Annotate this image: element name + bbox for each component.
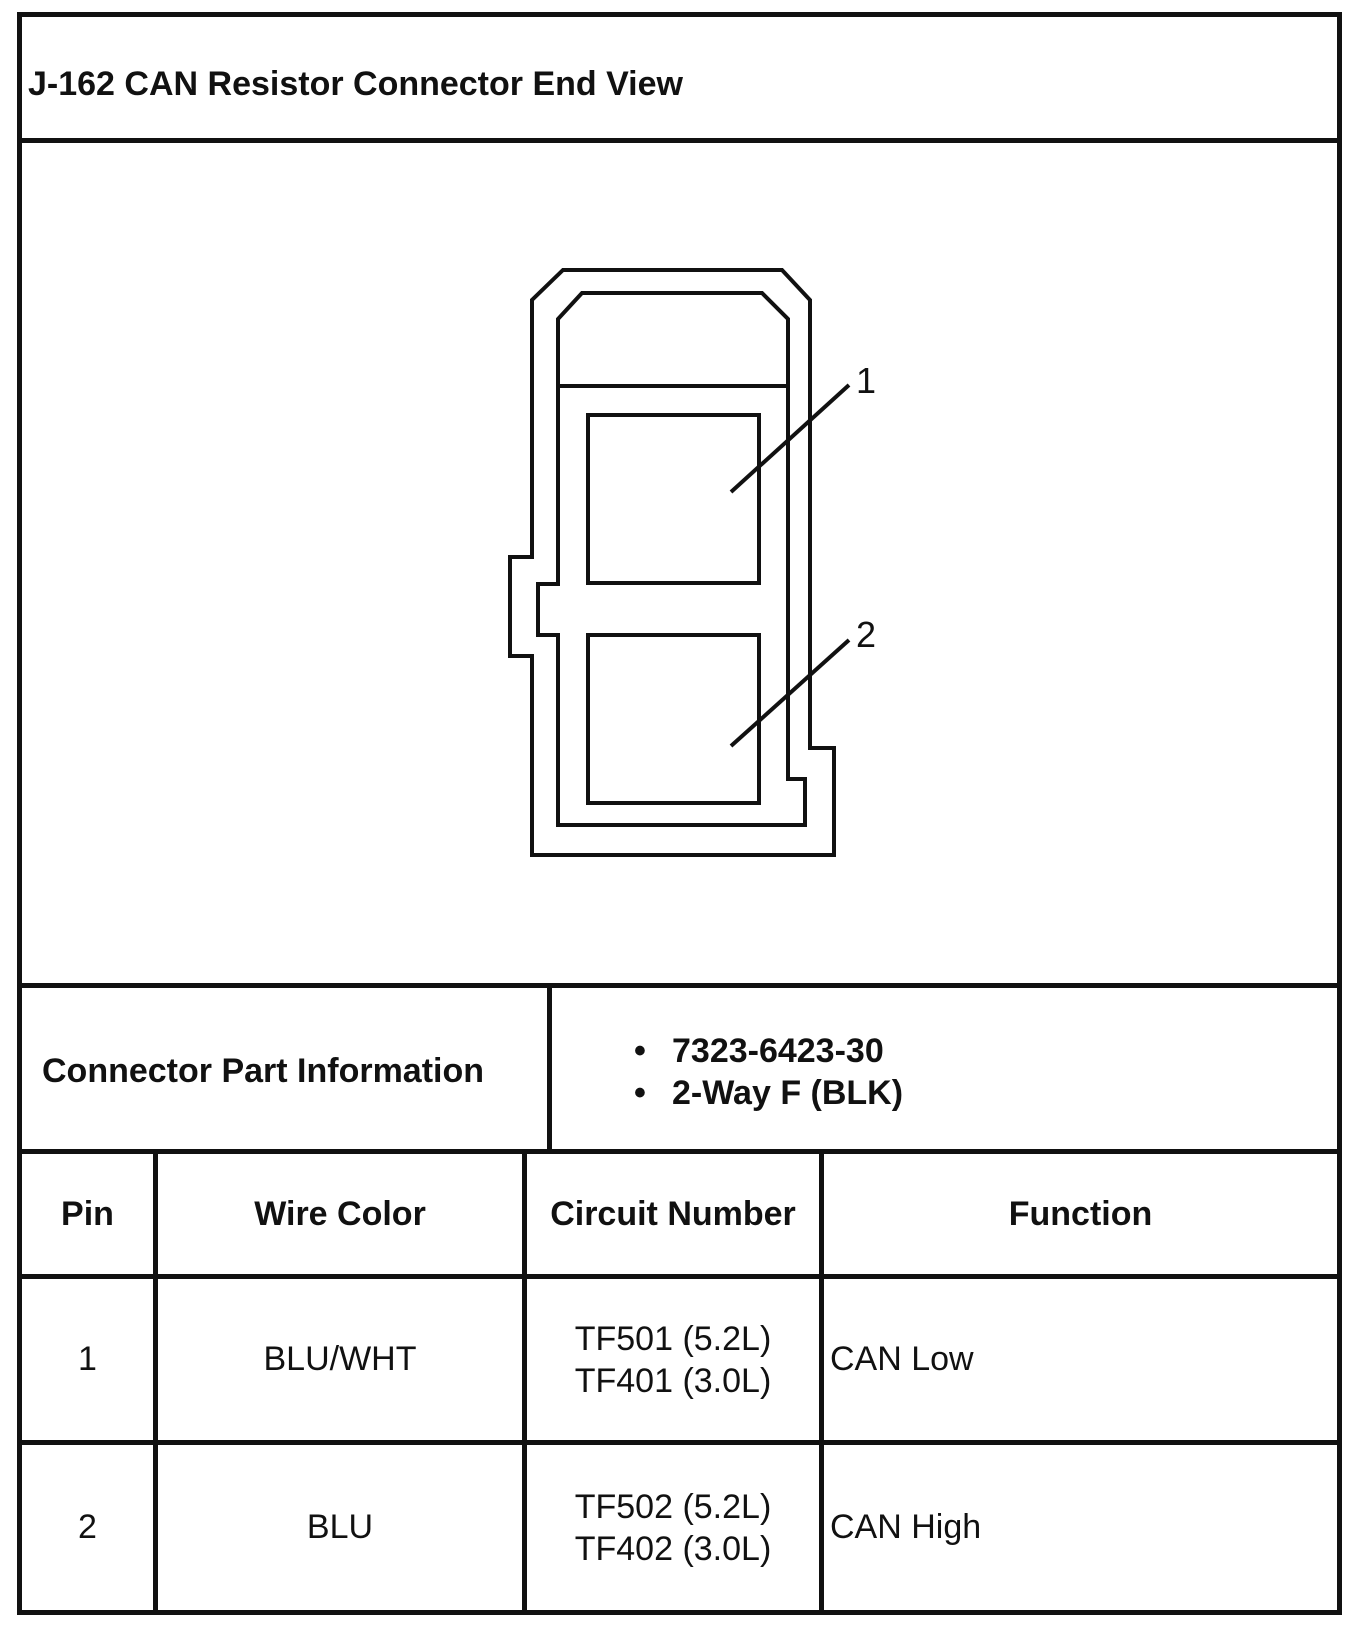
table-divider — [153, 1154, 158, 1610]
part-number: 7323-6423-30 — [672, 1032, 884, 1070]
pin-2-cavity — [586, 633, 761, 805]
pin-2-label: 2 — [856, 614, 876, 655]
row-2-circuit-number: TF502 (5.2L) TF402 (3.0L) — [527, 1445, 819, 1610]
table-divider — [522, 1154, 527, 1610]
connector-type: 2-Way F (BLK) — [672, 1074, 904, 1112]
row-1-function: CAN Low — [830, 1340, 974, 1378]
circuit-line: TF401 (3.0L) — [574, 1361, 772, 1400]
list-item: • 7323-6423-30 — [634, 1030, 903, 1072]
row-1-pin: 1 — [78, 1340, 97, 1378]
list-item: • 2-Way F (BLK) — [634, 1072, 903, 1114]
connector-part-info-list: • 7323-6423-30 • 2-Way F (BLK) — [634, 1030, 903, 1114]
bullet-icon: • — [634, 1074, 646, 1112]
header-circuit-number: Circuit Number — [550, 1194, 796, 1233]
circuit-line: TF501 (5.2L) — [574, 1319, 772, 1358]
row-2-pin: 2 — [78, 1508, 97, 1546]
connector-end-view-drawing: 1 2 — [508, 268, 876, 857]
connector-sheet: J-162 CAN Resistor Connector End View 1 … — [17, 12, 1342, 1615]
table-divider — [22, 1274, 1337, 1279]
pin-1-leader — [729, 383, 851, 494]
header-pin: Pin — [61, 1194, 114, 1233]
connector-part-info-label-cell: Connector Part Information — [22, 988, 552, 1149]
pin-2-leader — [729, 638, 851, 748]
pin-1-label: 1 — [856, 360, 876, 401]
connector-housing-outer — [508, 268, 836, 857]
row-2-wire-color: BLU — [306, 1508, 374, 1546]
connector-part-info-row: Connector Part Information • 7323-6423-30… — [22, 988, 1337, 1154]
table-divider — [22, 1440, 1337, 1445]
circuit-line: TF402 (3.0L) — [574, 1529, 772, 1568]
pinout-table: Pin Wire Color Circuit Number Function 1… — [22, 1154, 1337, 1610]
connector-diagram: 1 2 — [22, 143, 1337, 988]
pin-1-cavity — [586, 413, 761, 585]
row-2-function: CAN High — [830, 1508, 982, 1546]
table-divider — [819, 1154, 824, 1610]
row-1-circuit-number: TF501 (5.2L) TF401 (3.0L) — [527, 1279, 819, 1440]
connector-housing-inner — [536, 291, 807, 827]
header-wire-color: Wire Color — [254, 1194, 426, 1233]
title-row: J-162 CAN Resistor Connector End View — [22, 17, 1337, 143]
row-1-wire-color: BLU/WHT — [263, 1340, 417, 1378]
bullet-icon: • — [634, 1032, 646, 1070]
header-function: Function — [1008, 1194, 1153, 1233]
circuit-line: TF502 (5.2L) — [574, 1487, 772, 1526]
page-title: J-162 CAN Resistor Connector End View — [28, 65, 683, 103]
connector-part-info-label: Connector Part Information — [42, 1052, 485, 1090]
